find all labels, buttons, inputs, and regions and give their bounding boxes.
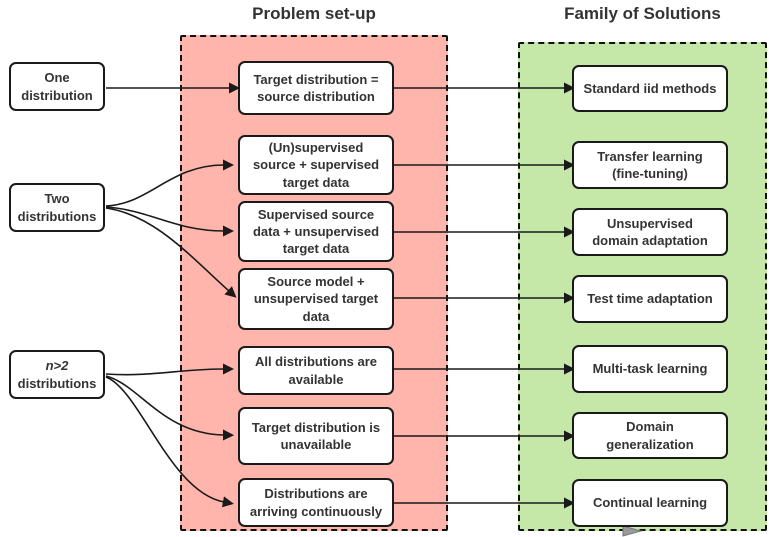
node-line-bottom: distribution [21, 87, 93, 103]
node-line-top: n>2 [45, 358, 69, 374]
problem-box-label: Supervised source data + unsupervised ta… [252, 206, 380, 257]
problem-box-target-eq-source: Target distribution = source distributio… [238, 61, 394, 115]
node-one-distribution: One distribution [9, 62, 105, 111]
solution-box-label: Multi-task learning [592, 361, 708, 377]
problem-setup-title: Problem set-up [252, 4, 376, 23]
problem-box-target-distribution-unavailable: Target distribution is unavailable [238, 407, 394, 465]
solution-box-transfer-learning: Transfer learning (fine-tuning) [572, 141, 728, 189]
problem-box-supervised-source-unsupervised-target: Supervised source data + unsupervised ta… [238, 201, 394, 262]
problem-box-distributions-arriving-continuously: Distributions are arriving continuously [238, 478, 394, 527]
problem-box-label: All distributions are available [254, 354, 378, 387]
solution-box-standard-iid-methods: Standard iid methods [572, 65, 728, 112]
node-line-top: One [44, 70, 70, 86]
node-line-bottom: distributions [17, 208, 97, 224]
solution-box-unsupervised-domain-adaptation: Unsupervised domain adaptation [572, 208, 728, 256]
solution-box-label: Test time adaptation [587, 291, 713, 307]
problem-box-label: (Un)supervised source + supervised targe… [252, 140, 380, 190]
family-of-solutions-title: Family of Solutions [564, 4, 721, 23]
solution-box-label: Continual learning [592, 495, 708, 511]
solution-box-test-time-adaptation: Test time adaptation [572, 275, 728, 323]
problem-box-unsupervised-source-supervised-target: (Un)supervised source + supervised targe… [238, 135, 394, 195]
problem-box-label: Source model + unsupervised target data [253, 274, 379, 324]
problem-box-all-distributions-available: All distributions are available [238, 346, 394, 395]
problem-box-label: Target distribution is unavailable [251, 419, 381, 452]
solution-box-label: Unsupervised domain adaptation [592, 215, 708, 248]
problem-box-label: Distributions are arriving continuously [249, 486, 383, 519]
node-two-distributions: Two distributions [9, 183, 105, 232]
problem-box-label: Target distribution = source distributio… [253, 71, 379, 104]
solution-box-continual-learning: Continual learning [572, 479, 728, 527]
solution-box-domain-generalization: Domain generalization [572, 412, 728, 459]
node-line-bottom: distributions [17, 375, 97, 391]
solution-box-label: Domain generalization [606, 419, 694, 452]
node-line-top: Two [44, 191, 70, 207]
solution-box-multi-task-learning: Multi-task learning [572, 345, 728, 393]
node-n-gt-2-distributions: n>2 distributions [9, 350, 105, 399]
solution-box-label: Transfer learning (fine-tuning) [597, 148, 703, 181]
problem-box-source-model-unsupervised-target: Source model + unsupervised target data [238, 268, 394, 330]
solution-box-label: Standard iid methods [583, 80, 717, 96]
